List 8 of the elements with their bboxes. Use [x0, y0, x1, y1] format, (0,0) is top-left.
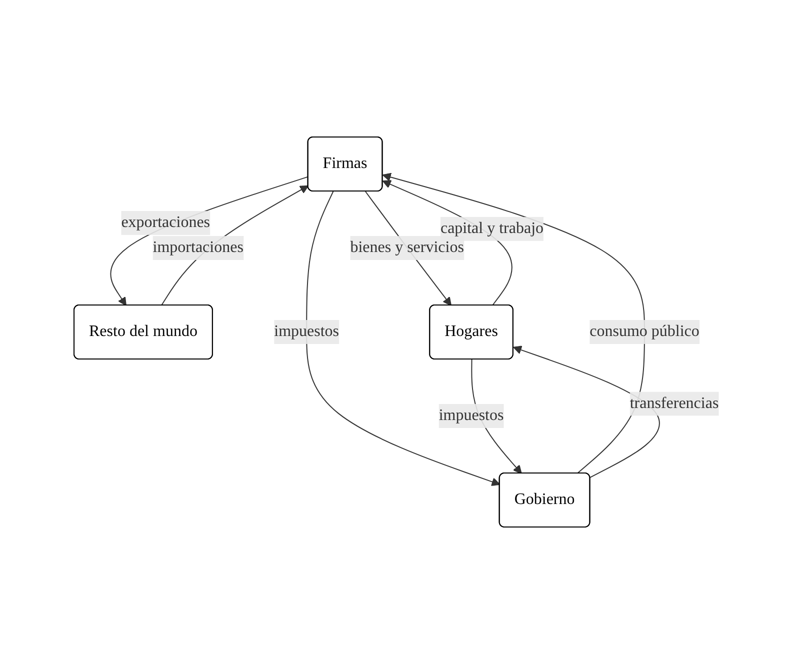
edge-label: capital y trabajo	[440, 220, 544, 237]
edge-label: bienes y servicios	[350, 238, 464, 256]
edge-label: impuestos	[438, 406, 504, 424]
edge-label: impuestos	[274, 322, 340, 340]
edge-label: importaciones	[152, 238, 244, 256]
edge-label: transferencias	[630, 394, 719, 412]
edge-label: exportaciones	[121, 214, 210, 231]
edge-label: consumo público	[590, 322, 700, 340]
